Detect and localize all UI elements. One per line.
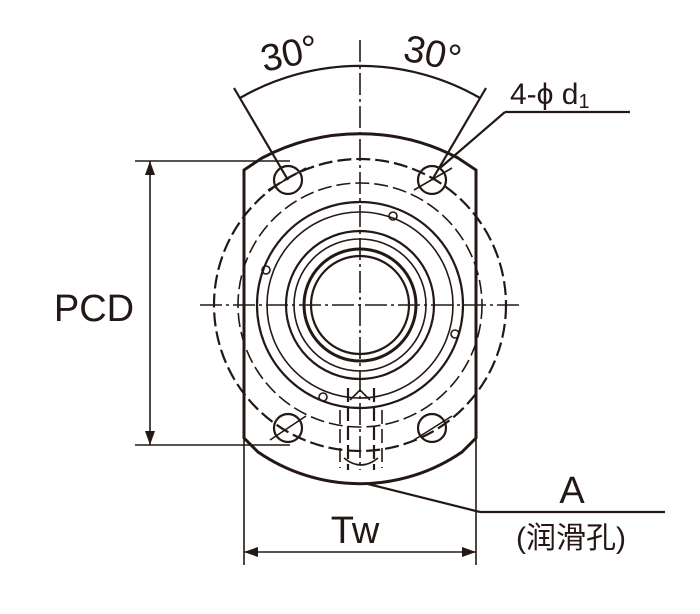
port-letter-label: A xyxy=(559,470,585,512)
pcd-label: PCD xyxy=(54,288,134,330)
bolt-hole-bottom-right xyxy=(413,412,453,444)
tw-arrow-left xyxy=(244,547,258,557)
tw-arrow-right xyxy=(462,547,476,557)
screw-mark-4 xyxy=(318,392,328,402)
hole-spec-sub: 1 xyxy=(579,91,590,113)
tw-label: Tw xyxy=(331,510,380,552)
screw-mark-1 xyxy=(388,211,398,221)
screw-mark-3 xyxy=(450,329,460,339)
flange-body xyxy=(242,132,478,486)
port-leader xyxy=(367,482,481,514)
angle-ray-right xyxy=(431,87,487,181)
angle-left-label: 30° xyxy=(257,28,322,81)
hole-leader xyxy=(439,111,506,169)
hole-spec-label: 4-ϕ d1 xyxy=(510,78,590,113)
hole-spec-prefix: 4-ϕ d xyxy=(510,78,579,111)
lubrication-port xyxy=(339,388,383,470)
port-note-label: (润滑孔) xyxy=(516,522,626,555)
screw-mark-2 xyxy=(261,265,271,275)
bolt-hole-bottom-left xyxy=(269,412,307,444)
pcd-arrow-top xyxy=(145,161,155,175)
angle-arc xyxy=(239,64,481,99)
angle-right-label: 30° xyxy=(400,28,465,81)
pcd-arrow-bottom xyxy=(145,431,155,445)
angle-ray-left xyxy=(233,87,289,181)
